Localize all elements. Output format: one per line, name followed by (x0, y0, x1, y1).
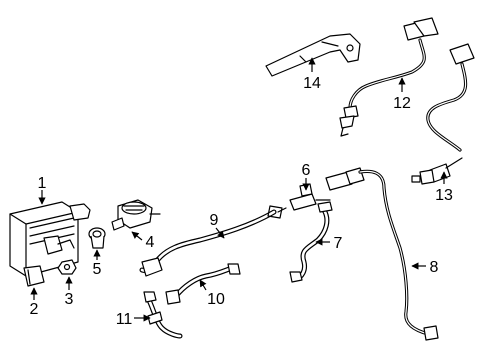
callout-8: 8 (430, 259, 439, 276)
leader-4 (131, 231, 143, 241)
callout-14: 14 (303, 75, 321, 92)
callout-11: 11 (116, 311, 133, 328)
part-7-hose (289, 201, 333, 283)
callout-13: 13 (435, 187, 453, 204)
leader-10 (199, 279, 207, 291)
part-12-o2-sensor (339, 17, 439, 137)
callout-10: 10 (207, 291, 225, 308)
callout-5: 5 (93, 261, 102, 278)
part-13-o2-sensor (411, 43, 475, 185)
callout-3: 3 (65, 291, 74, 308)
callout-6: 6 (302, 162, 311, 179)
part-2-bracket (23, 265, 45, 287)
part-3-nut (57, 259, 77, 275)
part-8-line (325, 167, 439, 341)
part-5-grommet (88, 227, 106, 249)
callout-7: 7 (334, 235, 343, 252)
part-4-valve (111, 199, 161, 231)
part-1-canister (9, 201, 91, 277)
callout-1: 1 (38, 175, 47, 192)
callout-9: 9 (210, 212, 219, 229)
part-9-hose (139, 205, 283, 277)
leader-lines (30, 57, 448, 322)
part-11-hose (143, 291, 183, 339)
callout-4: 4 (146, 234, 155, 251)
part-14-bracket (265, 33, 361, 77)
leader-9 (215, 227, 225, 239)
callout-labels: 1 2 3 4 5 6 7 8 9 10 11 12 13 14 (30, 75, 453, 328)
callout-2: 2 (30, 301, 39, 318)
callout-12: 12 (393, 95, 411, 112)
part-10-hose (165, 263, 241, 305)
